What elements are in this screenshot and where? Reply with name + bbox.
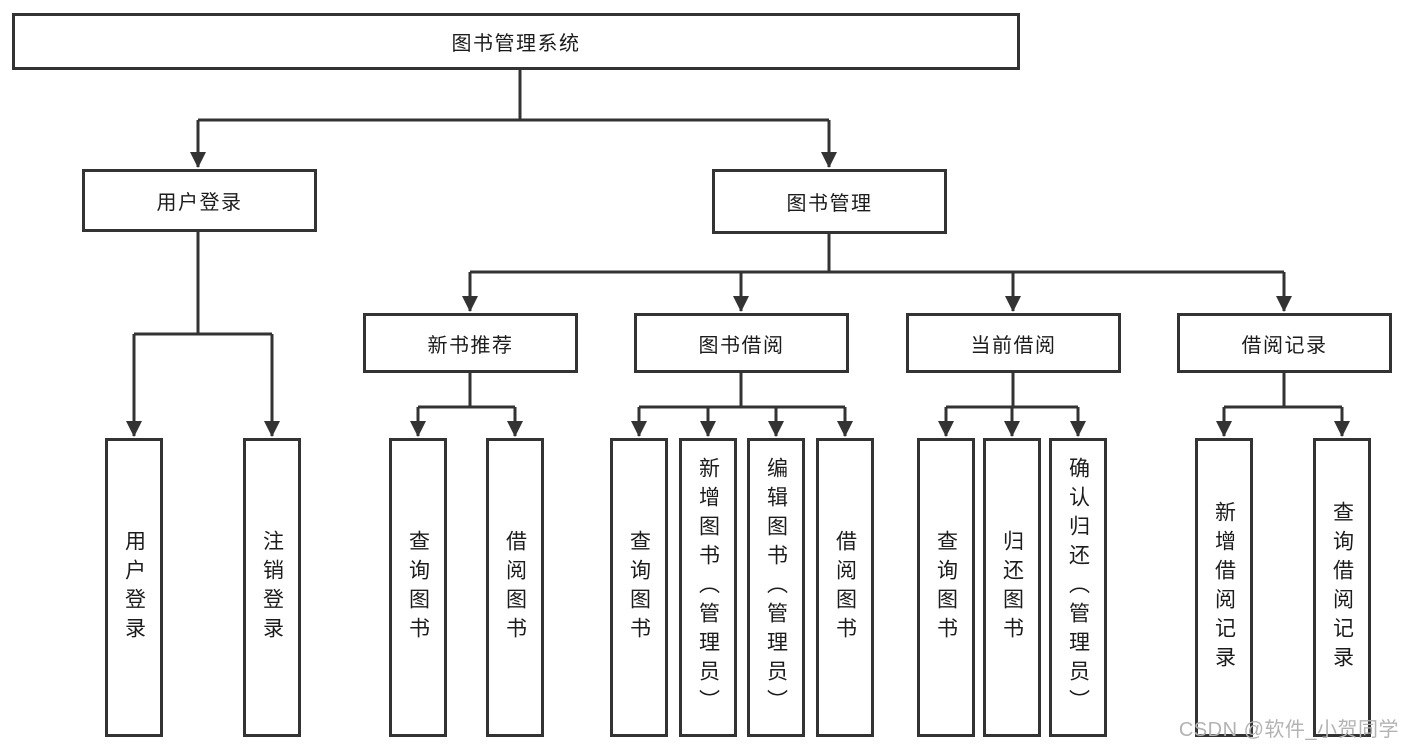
leaf-label: 借阅图书 [503, 529, 527, 646]
leaf-label: 新增图书（管理员） [696, 457, 720, 718]
node-label: 新书推荐 [427, 334, 514, 357]
node-new-book-recommendation: 新书推荐 [363, 313, 578, 373]
leaf-label: 确认归还（管理员） [1066, 457, 1090, 718]
node-current-borrowing: 当前借阅 [906, 313, 1121, 373]
leaf-confirm-return-admin: 确认归还（管理员） [1049, 438, 1107, 737]
node-library-management-system: 图书管理系统 [12, 13, 1020, 70]
leaf-borrow-books-recommend: 借阅图书 [486, 438, 544, 737]
node-label: 用户登录 [156, 192, 243, 214]
leaf-label: 用户登录 [122, 529, 146, 646]
leaf-logout-login: 注销登录 [243, 438, 301, 737]
leaf-label: 编辑图书（管理员） [764, 457, 788, 718]
csdn-watermark: CSDN @软件_小贺同学 [1178, 719, 1399, 741]
leaf-user-login: 用户登录 [105, 438, 163, 737]
node-label: 当前借阅 [970, 334, 1057, 357]
leaf-edit-book-admin: 编辑图书（管理员） [747, 438, 805, 737]
leaf-return-book: 归还图书 [983, 438, 1041, 737]
leaf-query-books-recommend: 查询图书 [389, 438, 447, 737]
node-user-login: 用户登录 [82, 169, 317, 232]
node-borrowing-records: 借阅记录 [1177, 313, 1392, 373]
leaf-add-book-admin: 新增图书（管理员） [679, 438, 737, 737]
node-label: 图书借阅 [698, 334, 785, 357]
leaf-label: 新增借阅记录 [1212, 500, 1236, 675]
leaf-query-books-current: 查询图书 [917, 438, 975, 737]
leaf-label: 借阅图书 [833, 529, 857, 646]
node-book-borrowing: 图书借阅 [634, 313, 849, 373]
node-label: 图书管理系统 [451, 33, 581, 55]
leaf-label: 查询图书 [406, 529, 430, 646]
leaf-label: 查询借阅记录 [1330, 500, 1354, 675]
leaf-add-borrow-record: 新增借阅记录 [1195, 438, 1253, 737]
node-label: 图书管理 [786, 193, 873, 215]
leaf-borrow-books-borrowing: 借阅图书 [816, 438, 874, 737]
leaf-label: 查询图书 [627, 529, 651, 646]
leaf-query-books-borrowing: 查询图书 [610, 438, 668, 737]
leaf-label: 查询图书 [934, 529, 958, 646]
leaf-label: 注销登录 [260, 529, 284, 646]
node-book-management: 图书管理 [712, 169, 947, 234]
leaf-query-borrow-record: 查询借阅记录 [1313, 438, 1371, 737]
node-label: 借阅记录 [1241, 334, 1328, 357]
leaf-label: 归还图书 [1000, 529, 1024, 646]
